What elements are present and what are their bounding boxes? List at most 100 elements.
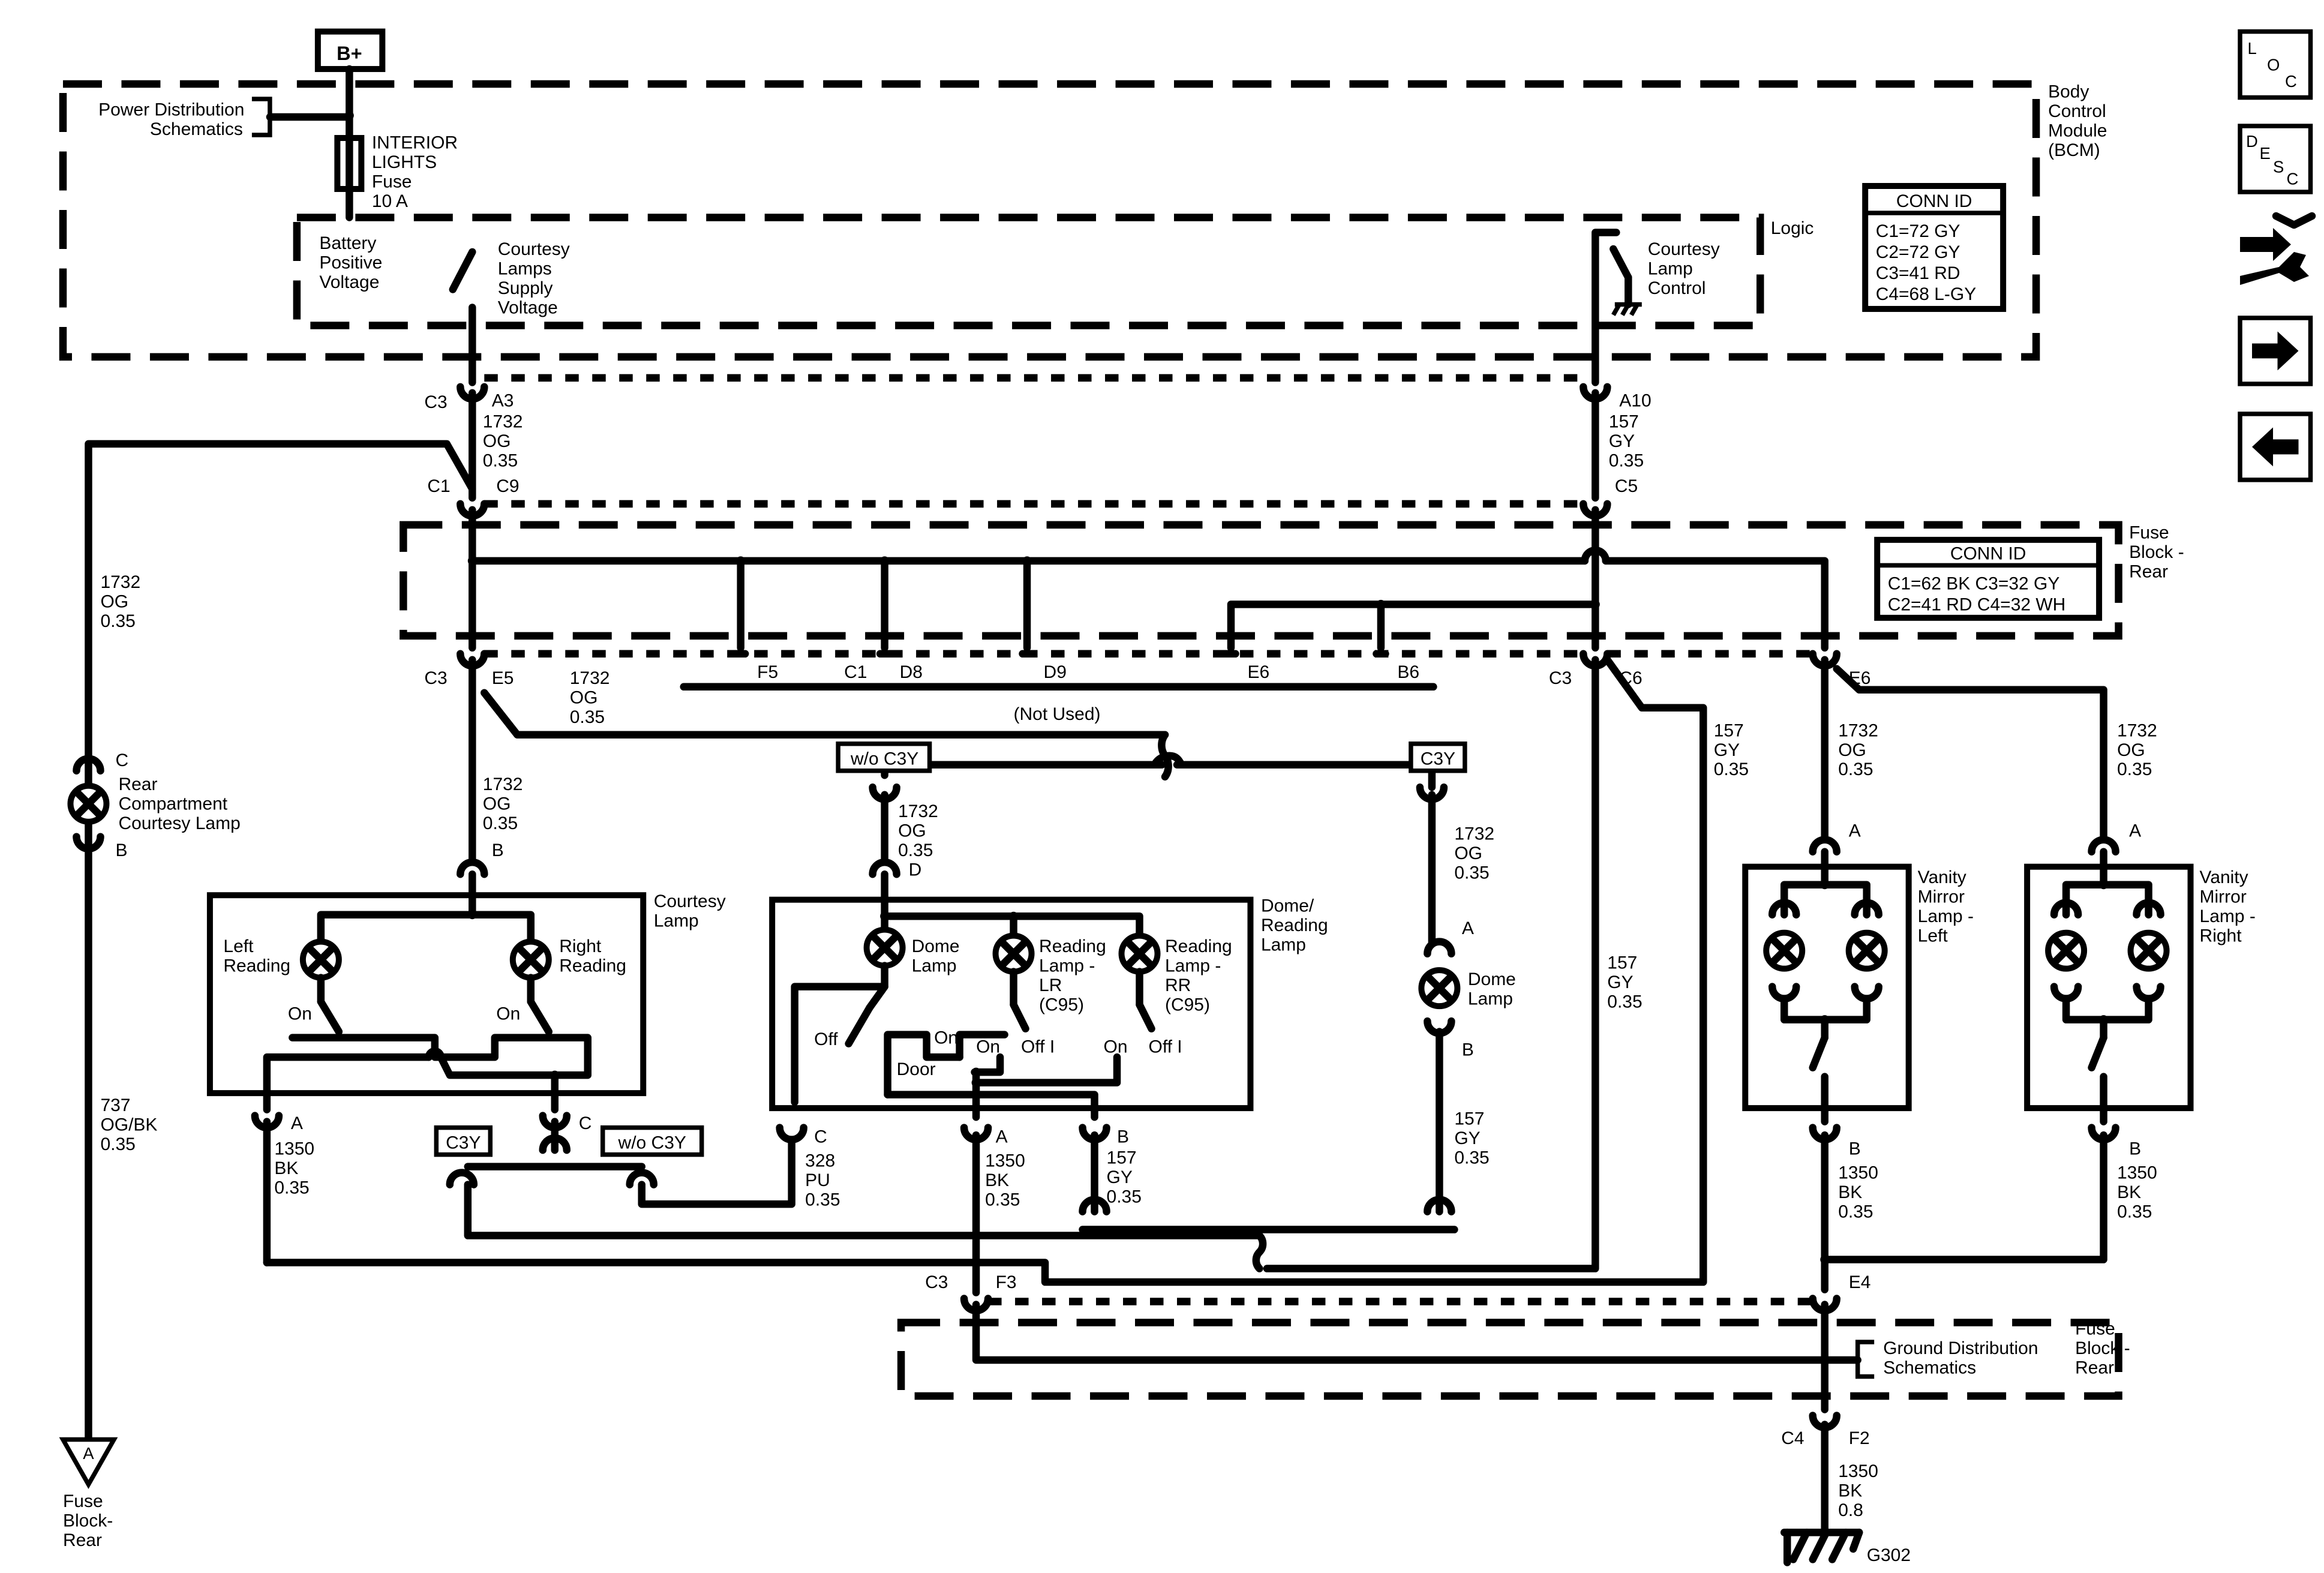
not-used-label: (Not Used) (1014, 704, 1101, 724)
wire-og-b: OG (570, 688, 598, 707)
reading-rr-label-3: RR (1165, 975, 1191, 995)
right-reading-label-2: Reading (559, 956, 626, 976)
svg-text:Control: Control (2048, 101, 2106, 121)
svg-text:C3Y: C3Y (1421, 749, 1455, 769)
fuse-block-rear-ref: Fuse (63, 1491, 103, 1511)
reading-lr-label-4: (C95) (1039, 995, 1084, 1015)
pin-c3-e5: C3 (424, 668, 447, 688)
fuse-label-3: Fuse (372, 172, 412, 192)
svg-text:Body: Body (2048, 82, 2089, 102)
courtesy-supply-label-4: Voltage (498, 298, 558, 317)
wire-1350-vl: 1350 (1838, 1163, 1878, 1183)
right-reading-label: Right (559, 936, 602, 956)
bcm-logic-box (293, 214, 1764, 329)
svg-text:C1=72 GY: C1=72 GY (1876, 221, 1960, 241)
wire-gauge-1350-vl: 0.35 (1838, 1202, 1873, 1222)
pin-c9: C9 (496, 476, 519, 496)
bcm-boundary (59, 80, 2040, 361)
fuse-block-rear-label: Fuse (2129, 523, 2169, 542)
wire-1732-c: 1732 (483, 775, 523, 794)
fuse-block-rear-label-3: Rear (2129, 562, 2168, 581)
description-button[interactable]: D E S C (2238, 124, 2313, 194)
reading-lr-label: Reading (1039, 936, 1106, 956)
courtesy-lamp-label-2: Lamp (654, 911, 699, 931)
battery-positive-label: Battery (319, 233, 376, 253)
fuse-block-rear-label-2: Block - (2129, 542, 2184, 562)
wire-bk-dome: BK (985, 1170, 1009, 1190)
wire-gauge-vl: 0.35 (1838, 760, 1873, 779)
svg-text:D: D (2246, 132, 2258, 151)
wire-gy-main: GY (1607, 972, 1633, 992)
ground-g302-label: G302 (1867, 1545, 1911, 1565)
svg-text:w/o C3Y: w/o C3Y (850, 749, 918, 769)
svg-text:L: L (2248, 39, 2257, 58)
vanity-right-label-3: Lamp - (2200, 906, 2256, 926)
lr-off-label: Off I (1021, 1037, 1055, 1057)
door-label: Door (897, 1059, 936, 1079)
pin-c4: C4 (1781, 1428, 1804, 1448)
wire-og-vl: OG (1838, 740, 1866, 760)
pin-dome-a: A (996, 1127, 1008, 1147)
svg-text:C3Y: C3Y (446, 1133, 481, 1153)
pin-domelamp-a: A (1462, 918, 1474, 938)
pin-f3: F3 (996, 1272, 1017, 1292)
pin-dome-b: B (1117, 1127, 1129, 1147)
courtesy-supply-label: Courtesy (498, 239, 570, 259)
dome-reading-lamp-box (769, 896, 1254, 1112)
wire-737: 737 (100, 1095, 130, 1115)
without-c3y-option-tag-left: w/o C3Y (600, 1125, 704, 1157)
wire-gauge-domelamp: 0.35 (1454, 1148, 1489, 1168)
reading-lr-label-2: Lamp - (1039, 956, 1095, 976)
rr-on-label: On (1104, 1037, 1128, 1057)
pin-c5: C5 (1615, 476, 1638, 496)
svg-text:(BCM): (BCM) (2048, 140, 2100, 160)
location-button[interactable]: L O C (2238, 29, 2313, 100)
svg-text:C1=62 BK C3=32 GY: C1=62 BK C3=32 GY (1888, 574, 2060, 593)
fuse-block-rear-boundary (400, 521, 2122, 640)
svg-text:S: S (2273, 158, 2284, 176)
pin-courtesy-a: A (291, 1113, 303, 1133)
wire-1732-dome2: 1732 (1454, 824, 1494, 844)
pin-e6-b: E6 (1247, 662, 1269, 682)
battery-positive-label-2: Positive (319, 253, 382, 272)
svg-text:CONN ID: CONN ID (1896, 191, 1972, 211)
fuse-label-2: LIGHTS (372, 152, 437, 172)
dome-label-2: Lamp (912, 956, 957, 976)
wire-gauge-737: 0.35 (100, 1134, 135, 1154)
next-arrow-button[interactable] (2238, 316, 2313, 386)
pin-dome-d: D (909, 860, 922, 880)
svg-text:O: O (2267, 56, 2280, 74)
wire-157-c6: 157 (1714, 721, 1744, 740)
bcm-label: Body Control Module (BCM) (2048, 82, 2107, 160)
wrench-arrows-icon[interactable] (2240, 212, 2316, 285)
wire-gauge-rear: 0.35 (100, 611, 135, 631)
wire-og-vr: OG (2117, 740, 2145, 760)
left-reading-label: Left (223, 936, 254, 956)
fuse-block-rear-label-b3: Rear (2075, 1358, 2114, 1377)
svg-text:B: B (1849, 1139, 1861, 1159)
wire-1732-b: 1732 (570, 668, 610, 688)
wire-gauge-dome2: 0.35 (1454, 863, 1489, 883)
svg-text:C4=68 L-GY: C4=68 L-GY (1876, 284, 1977, 304)
courtesy-control-label-2: Lamp (1648, 259, 1693, 278)
wire-gauge-328: 0.35 (805, 1190, 840, 1210)
left-reading-label-2: Reading (223, 956, 290, 976)
right-reading-lamp (509, 938, 552, 981)
wire-1732-rear: 1732 (100, 572, 140, 592)
conn-id-table-bcm: CONN ID C1=72 GY C2=72 GY C3=41 RD C4=68… (1862, 183, 2007, 312)
previous-arrow-button[interactable] (2238, 412, 2313, 482)
wire-1350-dome: 1350 (985, 1151, 1025, 1171)
vanity-mirror-lamp-left: A B (1742, 821, 1912, 1159)
wire-gauge-vr: 0.35 (2117, 760, 2152, 779)
wire-gauge-c6: 0.35 (1714, 760, 1749, 779)
vanity-right-label-2: Mirror (2200, 887, 2247, 907)
vanity-mirror-lamp-right: A B (2024, 821, 2194, 1159)
svg-text:C: C (2287, 170, 2299, 188)
pin-courtesy-c: C (579, 1113, 592, 1133)
wire-og-c: OG (483, 794, 511, 814)
pin-a3: A3 (492, 391, 514, 410)
pin-d8: D8 (900, 662, 923, 682)
fuse-block-rear-ref-3: Rear (63, 1530, 102, 1550)
rear-lamp-label: Rear (118, 775, 157, 794)
wire-bk-vl: BK (1838, 1182, 1862, 1202)
